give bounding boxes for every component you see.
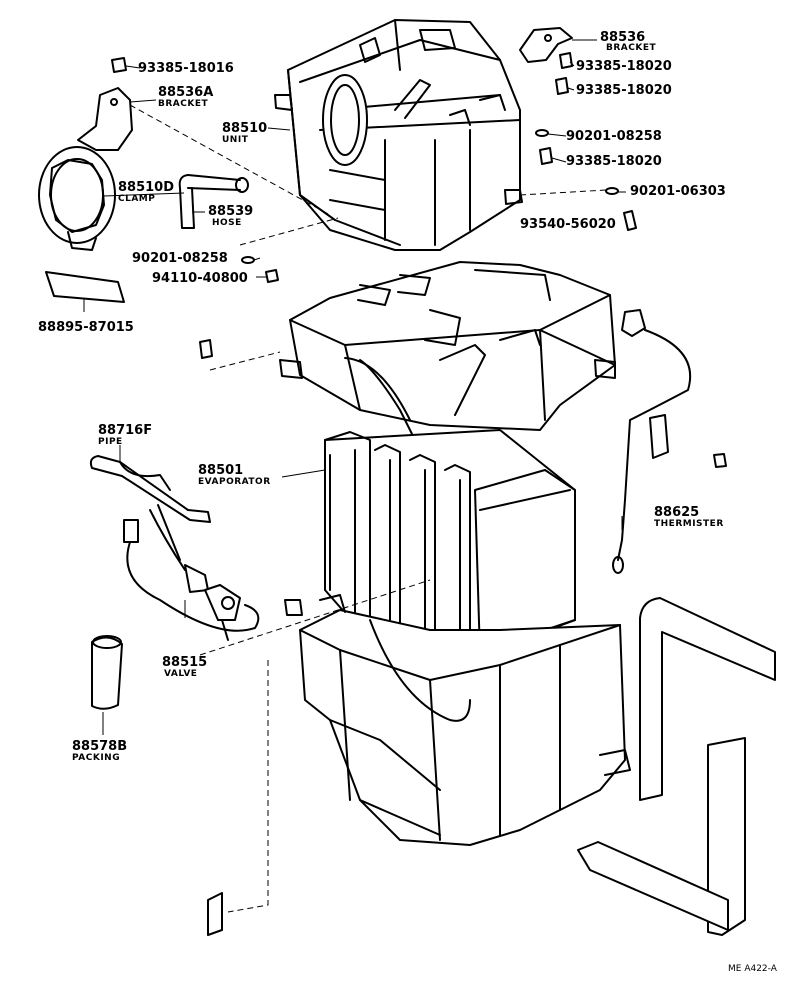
part-number-88539: 88539 (208, 204, 254, 219)
clip-bottom (207, 892, 223, 936)
fastener-label: 93385-18016 (138, 61, 234, 76)
part-number-88895: 88895-87015 (38, 320, 134, 335)
part-number-88536a: 88536A (158, 85, 214, 100)
gasket-88895 (45, 271, 125, 303)
diagram-code: ME A422-A (728, 964, 777, 974)
part-name-bracket: BRACKET (606, 43, 657, 53)
part-number-88578b: 88578B (72, 739, 128, 754)
seal-strips (577, 597, 776, 936)
fastener-label: 90201-08258 (132, 251, 228, 266)
fastener-label: 93540-56020 (520, 217, 616, 232)
screws (111, 52, 727, 468)
part-name-evaporator: EVAPORATOR (198, 477, 271, 487)
fastener-label: 94110-40800 (152, 271, 248, 286)
case-lower-half (284, 594, 631, 846)
part-number-88536: 88536 (600, 30, 646, 45)
part-name-packing: PACKING (72, 753, 121, 763)
packing-88578b (91, 635, 123, 710)
part-number-88510d: 88510D (118, 180, 175, 195)
bracket-88536 (519, 27, 573, 63)
part-name-clamp: CLAMP (118, 194, 156, 204)
pipe-88716f (89, 455, 211, 571)
expansion-valve (123, 519, 260, 641)
blower-unit-upper (274, 19, 523, 251)
fastener-label: 93385-18020 (576, 59, 672, 74)
part-name-bracket: BRACKET (158, 99, 209, 109)
fastener-label: 93385-18020 (576, 83, 672, 98)
part-name-unit: UNIT (222, 135, 249, 145)
part-name-thermister: THERMISTER (654, 519, 724, 529)
thermister-88625 (612, 309, 692, 574)
bracket-88536a (77, 87, 133, 151)
assembly-lines (129, 104, 607, 913)
leader-lines (83, 39, 626, 735)
hose-88539 (178, 174, 249, 229)
fastener-label: 90201-08258 (566, 129, 662, 144)
part-name-hose: HOSE (212, 218, 242, 228)
part-number-88501: 88501 (198, 463, 244, 478)
part-number-88510: 88510 (222, 121, 268, 136)
part-number-88515: 88515 (162, 655, 208, 670)
part-name-valve: VALVE (164, 669, 198, 679)
part-number-88625: 88625 (654, 505, 700, 520)
evaporator-core (324, 429, 576, 666)
part-name-pipe: PIPE (98, 437, 123, 447)
part-number-88716f: 88716F (98, 423, 153, 438)
fastener-label: 93385-18020 (566, 154, 662, 169)
clamp-88510d (38, 146, 116, 251)
case-upper-half (279, 261, 616, 446)
fastener-label: 90201-06303 (630, 184, 726, 199)
